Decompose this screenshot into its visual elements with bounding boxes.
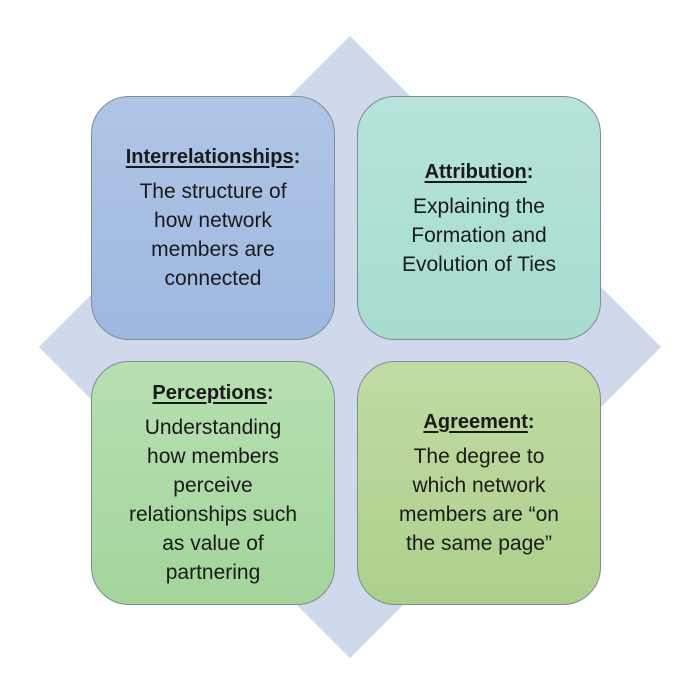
quadrant-description: Understanding how members perceive relat…: [128, 416, 298, 584]
quadrant-title-colon: :: [293, 146, 301, 168]
quadrant-title-text: Perceptions: [152, 382, 267, 404]
quadrant-description: Explaining the Formation and Evolution o…: [401, 194, 557, 276]
quadrant-title-text: Interrelationships: [125, 146, 294, 168]
quadrant-title: Interrelationships:: [126, 143, 300, 171]
quadrant-title: Perceptions:: [152, 379, 273, 407]
quadrant-title: Attribution:: [425, 158, 534, 186]
quadrant-perceptions: Perceptions: Understanding how members p…: [91, 361, 335, 605]
quadrant-title-colon: :: [527, 411, 535, 433]
quadrant-title-text: Agreement: [423, 411, 528, 433]
quadrant-title: Agreement:: [423, 408, 534, 436]
quadrant-attribution: Attribution: Explaining the Formation an…: [357, 96, 601, 340]
quadrant-title-colon: :: [526, 160, 534, 183]
quadrant-title-text: Attribution: [424, 160, 527, 183]
quadrant-title-colon: :: [266, 382, 274, 404]
quadrant-description: The degree to which network members are …: [399, 445, 559, 555]
quadrant-interrelationships: Interrelationships: The structure of how…: [91, 96, 335, 340]
quadrant-agreement: Agreement: The degree to which network m…: [357, 361, 601, 605]
quadrant-description: The structure of how network members are…: [139, 180, 287, 290]
